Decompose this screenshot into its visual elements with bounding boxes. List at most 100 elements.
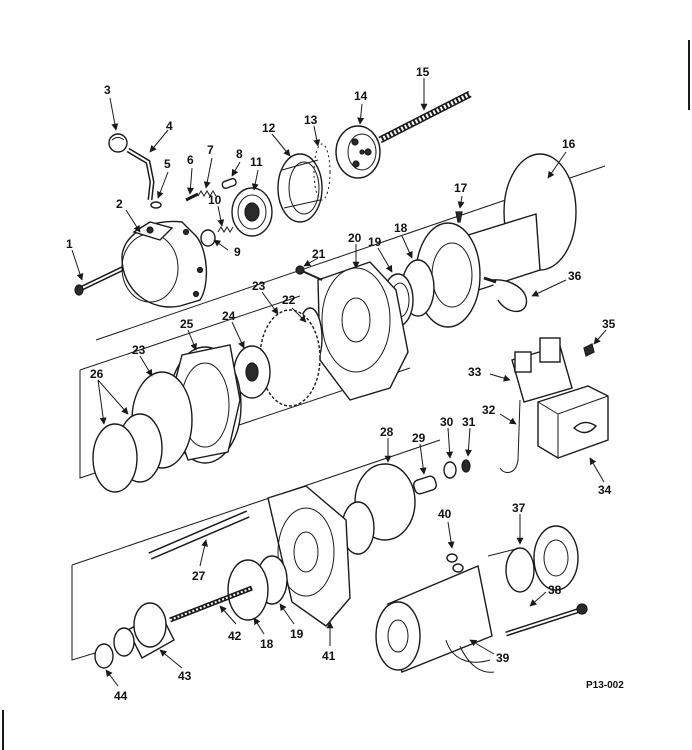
- callout-14-label: 14: [354, 89, 368, 103]
- part-42-shaft: [169, 585, 253, 623]
- part-17-screw: [455, 211, 463, 223]
- callout-3-label: 3: [104, 83, 111, 97]
- callout-15-label: 15: [416, 65, 430, 79]
- callout-13-label: 13: [304, 113, 318, 127]
- part-38-bolt: [505, 603, 588, 637]
- callout-24: 24: [222, 309, 245, 349]
- callout-1: 1: [66, 237, 84, 281]
- callout-8-label: 8: [236, 147, 243, 161]
- part-34-control-box: [537, 385, 609, 459]
- callout-32-label: 32: [482, 403, 496, 417]
- callout-13: 13: [304, 113, 321, 147]
- callout-18b: 18: [253, 617, 274, 651]
- callout-19b-label: 19: [290, 627, 304, 641]
- part-26-retaining-rings: [92, 413, 163, 493]
- callout-35: 35: [593, 317, 616, 345]
- callout-40: 40: [438, 507, 455, 549]
- part-12-ring-gear: [277, 153, 323, 223]
- part-27-shaft: [148, 510, 250, 560]
- part-23-gasket-upper: [259, 309, 321, 407]
- part-36-hook: [483, 276, 528, 313]
- callout-11: 11: [250, 155, 263, 191]
- figure-reference: P13-002: [586, 680, 624, 691]
- callout-6: 6: [186, 153, 194, 195]
- callout-23b: 23: [132, 343, 153, 377]
- callout-16: 16: [547, 137, 576, 179]
- callout-4-label: 4: [166, 119, 173, 133]
- part-13-ball-ring: [313, 143, 331, 201]
- callout-27: 27: [192, 539, 208, 583]
- group-boundary-lower-top: [71, 439, 441, 566]
- part-7-spring: [197, 190, 217, 197]
- callout-31: 31: [462, 415, 476, 457]
- callout-18b-label: 18: [260, 637, 274, 651]
- callout-10: 10: [208, 193, 225, 227]
- callout-36-label: 36: [568, 269, 582, 283]
- callout-42-label: 42: [228, 629, 242, 643]
- callout-26-label: 26: [90, 367, 104, 381]
- part-41-end-housing: [267, 485, 351, 627]
- part-5-washer: [150, 201, 162, 209]
- callout-32: 32: [482, 403, 517, 425]
- callout-23a-label: 23: [252, 279, 266, 293]
- part-33-solenoid-bracket: [511, 337, 573, 403]
- part-6-pin: [185, 192, 199, 202]
- callout-17: 17: [454, 181, 468, 209]
- part-8-plunger: [221, 177, 237, 190]
- part-31-nut: [461, 459, 471, 473]
- part-44-bushing: [94, 643, 114, 669]
- callout-2: 2: [116, 197, 141, 233]
- callout-12: 12: [262, 121, 291, 157]
- callout-14: 14: [354, 89, 368, 125]
- part-10-spring: [217, 226, 234, 233]
- callout-43-label: 43: [178, 669, 192, 683]
- callout-33: 33: [468, 365, 511, 382]
- callout-26: 26: [90, 367, 129, 425]
- part-16-drum: [415, 153, 577, 328]
- part-21-screw: [295, 265, 323, 281]
- callout-18a: 18: [394, 221, 413, 259]
- callout-38: 38: [529, 583, 562, 607]
- callout-23b-label: 23: [132, 343, 146, 357]
- callout-30-label: 30: [440, 415, 454, 429]
- callout-3: 3: [104, 83, 119, 131]
- callout-9: 9: [213, 239, 241, 259]
- callout-39-label: 39: [496, 651, 510, 665]
- callout-20-label: 20: [348, 231, 362, 245]
- callout-33-label: 33: [468, 365, 482, 379]
- callout-8: 8: [231, 147, 243, 177]
- callout-44-label: 44: [114, 689, 128, 703]
- callout-29-label: 29: [412, 431, 426, 445]
- callout-19a: 19: [368, 235, 393, 273]
- part-2-housing: [121, 220, 208, 308]
- callout-44: 44: [105, 669, 128, 703]
- part-4-lever: [126, 147, 155, 201]
- part-15-shaft: [378, 90, 472, 144]
- callout-31-label: 31: [462, 415, 476, 429]
- callout-16-label: 16: [562, 137, 576, 151]
- callout-38-label: 38: [548, 583, 562, 597]
- callout-15: 15: [416, 65, 430, 111]
- group-boundary-middle: [79, 367, 411, 479]
- part-30-washer: [443, 461, 457, 479]
- callout-18a-label: 18: [394, 221, 408, 235]
- part-37-terminal-assembly: [487, 547, 535, 593]
- callout-12-label: 12: [262, 121, 276, 135]
- part-1-bolt: [74, 263, 130, 296]
- callout-30: 30: [440, 415, 454, 459]
- callout-6-label: 6: [187, 153, 194, 167]
- part-32-cable: [499, 399, 521, 473]
- part-14-carrier: [335, 125, 381, 179]
- callout-23a: 23: [252, 279, 279, 315]
- callout-39: 39: [469, 639, 510, 665]
- callout-41: 41: [322, 621, 336, 663]
- callout-29: 29: [412, 431, 427, 475]
- part-11-gear: [231, 187, 273, 237]
- callout-22-label: 22: [282, 293, 296, 307]
- callout-37: 37: [512, 501, 526, 545]
- group-boundary-middle-top: [79, 295, 301, 371]
- callout-4: 4: [149, 119, 173, 153]
- part-29-bushing: [412, 475, 438, 495]
- part-9-ring: [200, 229, 216, 247]
